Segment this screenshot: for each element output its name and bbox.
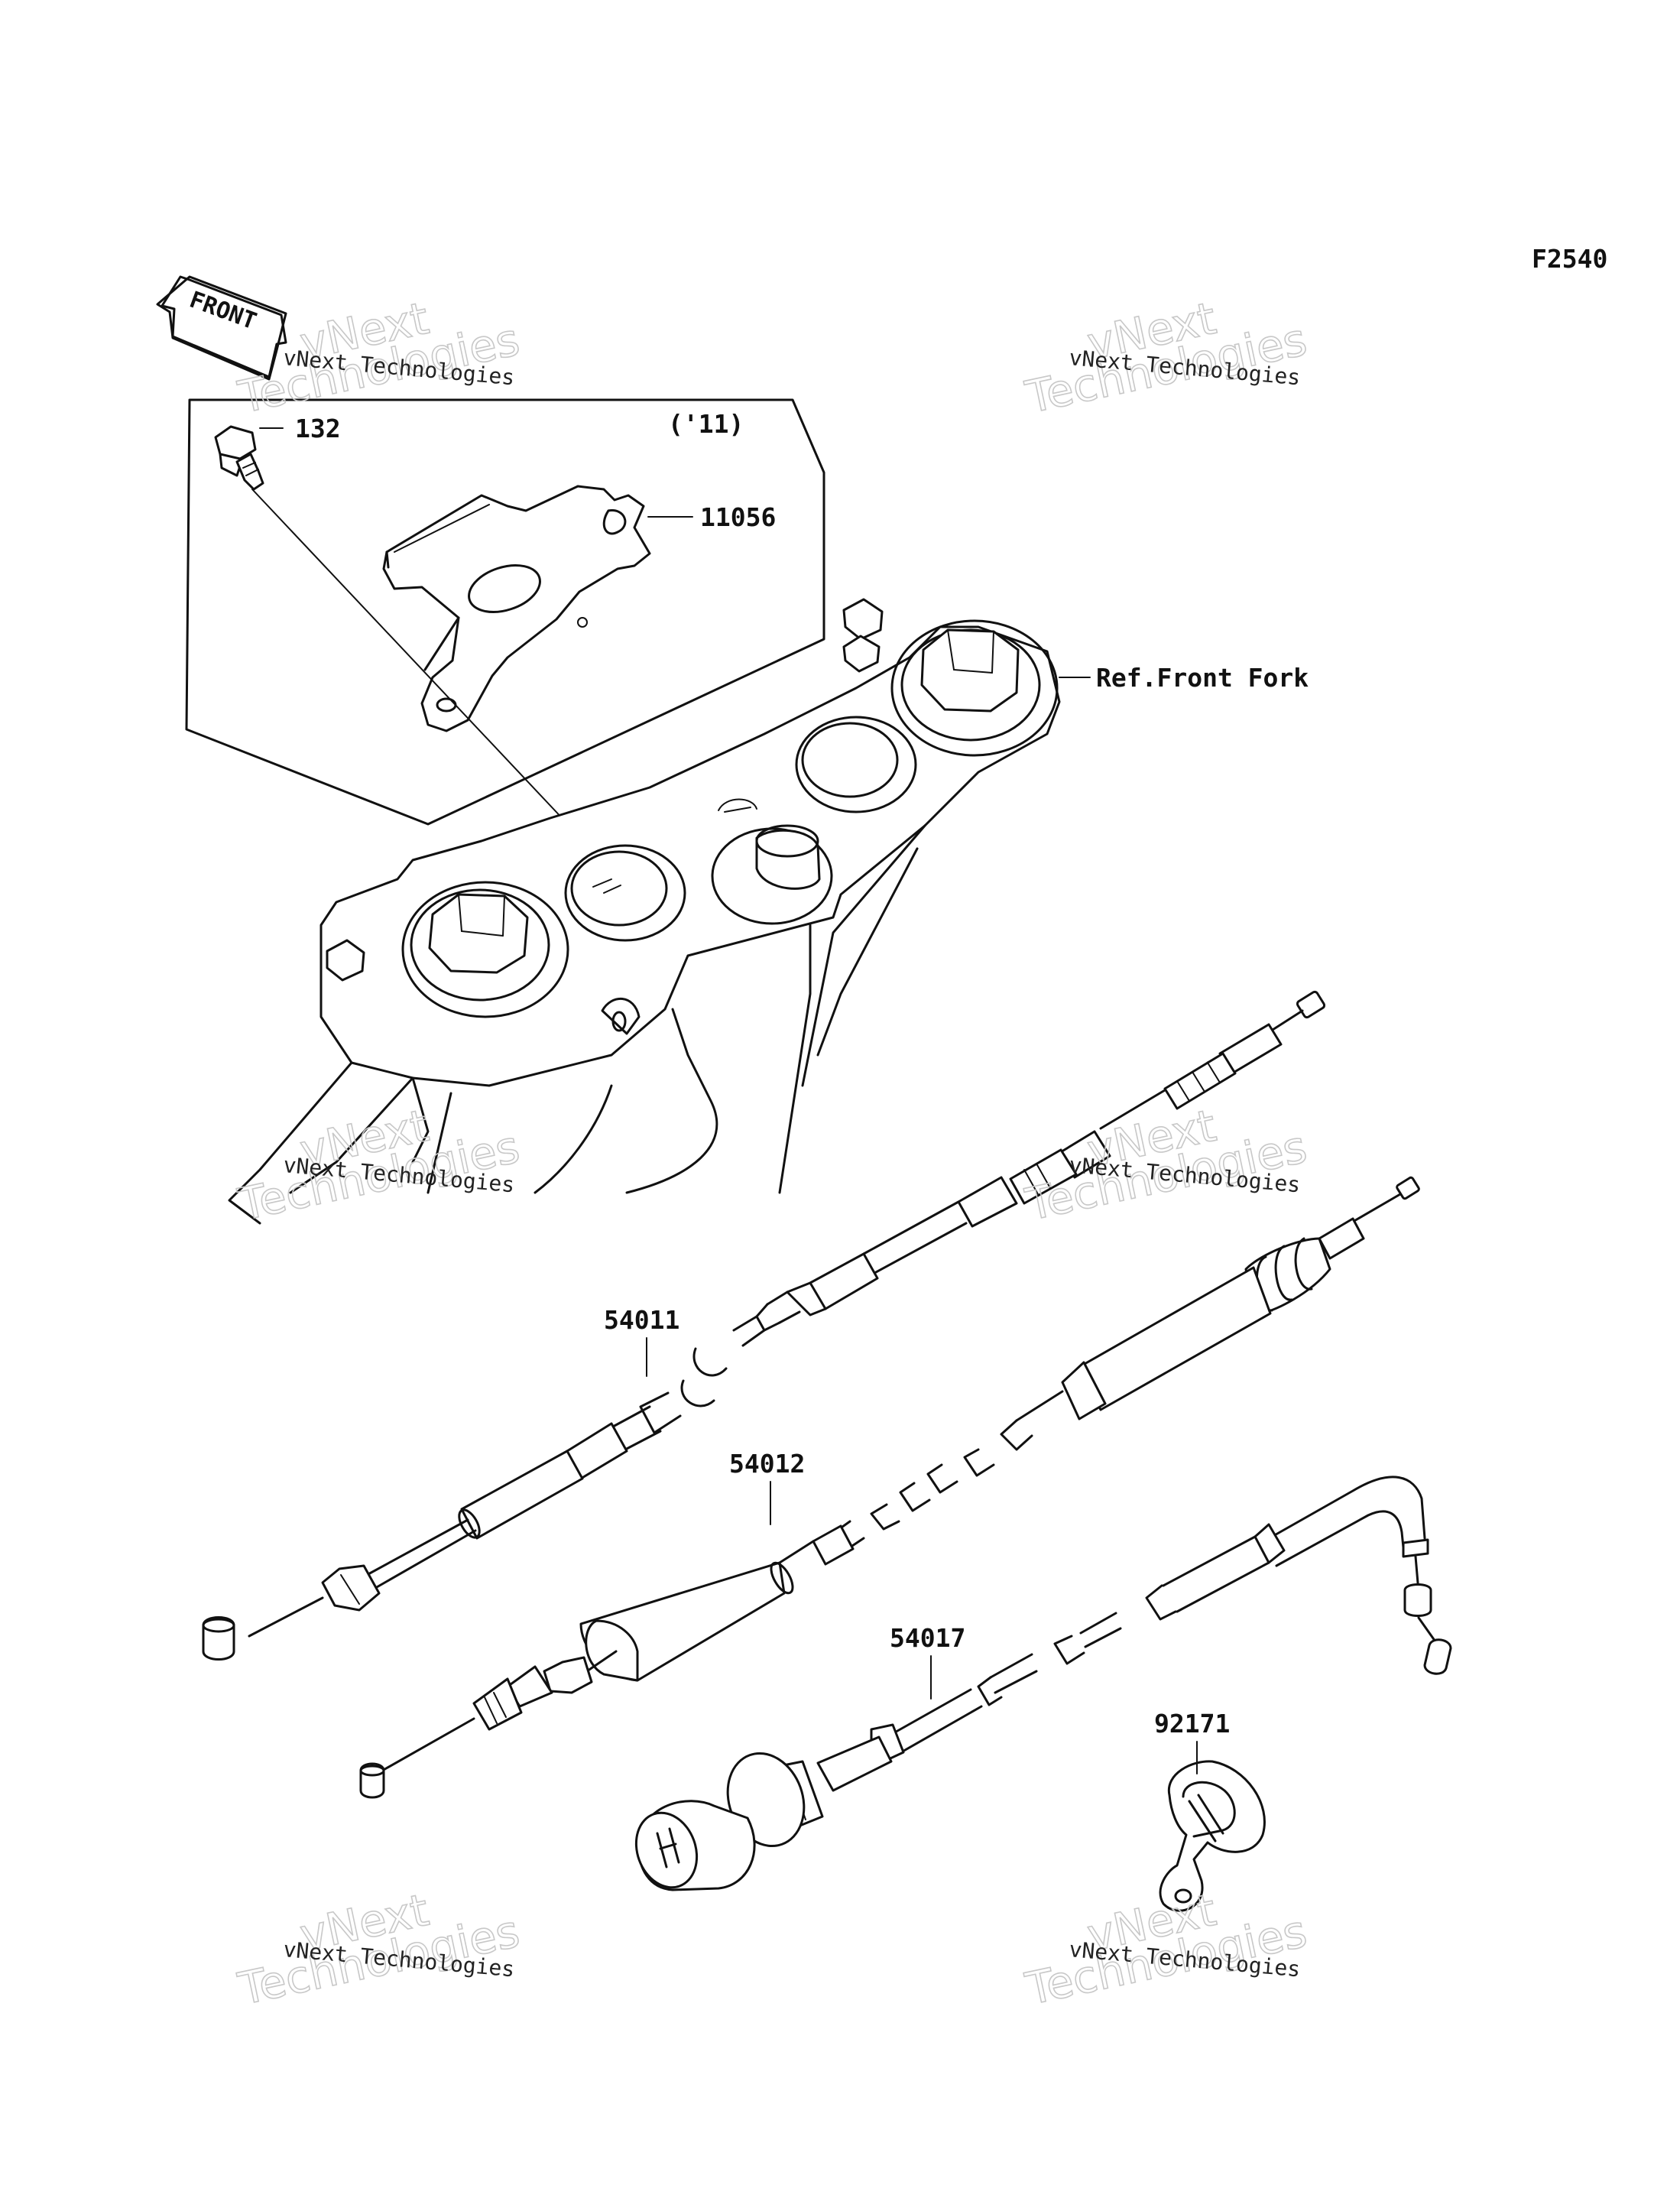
bracket-11056-icon bbox=[251, 485, 651, 823]
cable-54011-icon bbox=[202, 990, 1326, 1661]
part-number-54012: 54012 bbox=[729, 1449, 805, 1479]
triple-clamp-icon bbox=[228, 598, 1061, 1225]
watermark-bottom-right: vNext Technologies vNext Technologies bbox=[1020, 1883, 1312, 2016]
part-number-92171: 92171 bbox=[1154, 1709, 1230, 1739]
part-number-54017: 54017 bbox=[890, 1623, 965, 1653]
part-number-11056: 11056 bbox=[700, 502, 776, 532]
front-arrow-icon: FRONT bbox=[156, 275, 287, 381]
watermark-top-right: vNext Technologies vNext Technologies bbox=[1020, 291, 1312, 424]
variant-note: ('11) bbox=[668, 409, 744, 439]
reference-front-fork: Ref.Front Fork bbox=[1096, 663, 1309, 693]
cable-54017-icon bbox=[634, 1476, 1452, 1891]
cable-54012-icon bbox=[359, 1176, 1420, 1799]
bolt-132-icon bbox=[214, 425, 264, 491]
watermark-bottom-left: vNext Technologies vNext Technologies bbox=[233, 1883, 524, 2016]
part-number-54011: 54011 bbox=[604, 1305, 679, 1335]
variant-box bbox=[185, 398, 825, 826]
watermark-mid-left: vNext Technologies vNext Technologies bbox=[233, 1099, 524, 1232]
part-number-132: 132 bbox=[295, 414, 341, 443]
figure-code: F2540 bbox=[1532, 244, 1607, 274]
clamp-92171-icon bbox=[1159, 1760, 1266, 1912]
watermark-top-left: vNext Technologies vNext Technologies bbox=[233, 291, 524, 424]
